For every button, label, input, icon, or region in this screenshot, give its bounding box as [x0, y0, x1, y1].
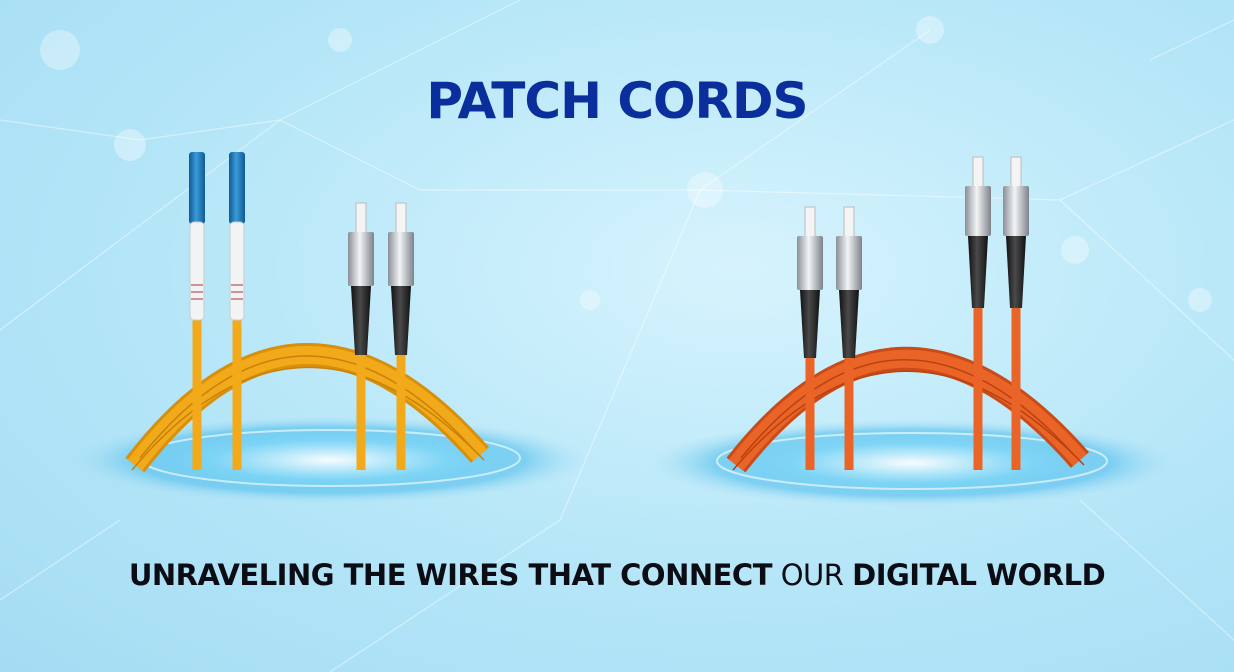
tagline-light: OUR — [780, 558, 844, 592]
lc-connector — [189, 152, 245, 321]
bokeh-dots — [40, 16, 1212, 312]
tagline-bold-end: DIGITAL WORLD — [852, 558, 1106, 592]
yellow-patch-cord — [125, 152, 490, 473]
orange-patch-cord — [726, 156, 1090, 473]
tagline-bold-start: UNRAVELING THE WIRES THAT CONNECT — [128, 558, 773, 592]
page-title: PATCH CORDS — [426, 72, 808, 130]
tagline: UNRAVELING THE WIRES THAT CONNECT OUR DI… — [0, 558, 1234, 592]
fc-connector — [797, 156, 1029, 358]
fc-connector — [348, 202, 414, 355]
